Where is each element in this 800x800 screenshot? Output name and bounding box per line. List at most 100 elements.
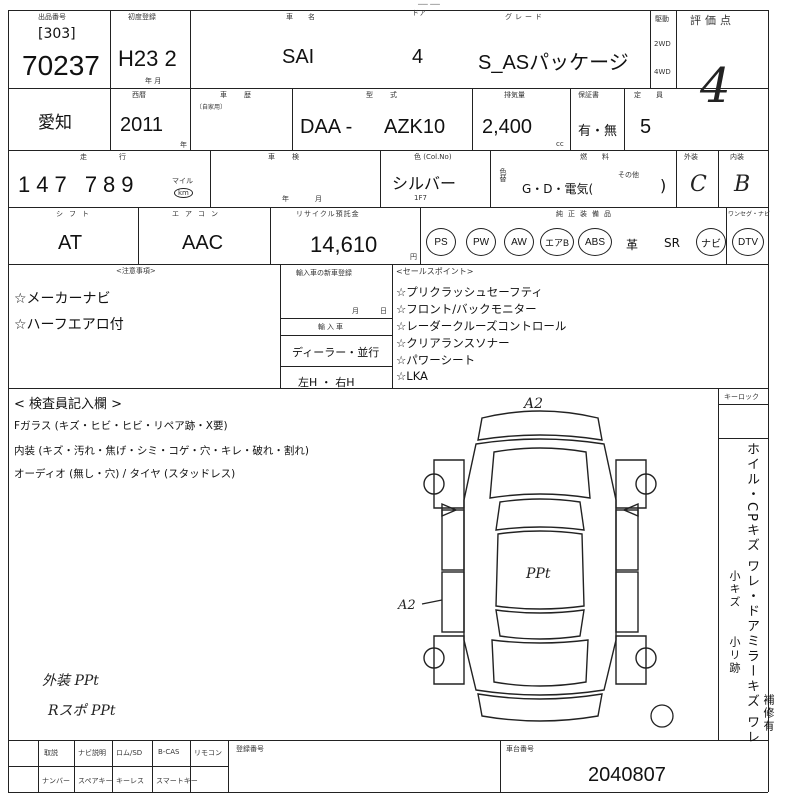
owner-pref: 愛知 bbox=[38, 113, 72, 133]
rule-row4 bbox=[8, 264, 768, 265]
hand-note1: 外装 PPt bbox=[42, 673, 99, 689]
equip-aw: AW bbox=[504, 228, 534, 256]
inspection-note: 〔自家用〕 bbox=[196, 104, 227, 111]
fuel-value: G・D・電気( bbox=[522, 182, 594, 196]
interior-label: 内装 bbox=[730, 153, 744, 161]
car-name-label: 車 名 bbox=[286, 13, 319, 21]
rule-row2 bbox=[8, 150, 768, 151]
sales-point: ☆クリアランスソナー bbox=[396, 336, 510, 350]
footer-cell: キーレス bbox=[116, 777, 144, 785]
spare-wheel-icon bbox=[650, 704, 674, 728]
capacity-label: 定 員 bbox=[634, 91, 667, 99]
lot-number: 70237 bbox=[22, 50, 100, 81]
mid-month: 月 bbox=[352, 307, 359, 315]
recycle-fee-unit: 円 bbox=[410, 253, 417, 261]
mileage-label: 走 行 bbox=[80, 153, 132, 161]
rule-row3 bbox=[8, 207, 768, 208]
drive-4wd: 4WD bbox=[654, 68, 671, 76]
footer-cell: リモコン bbox=[194, 749, 222, 757]
shaken-label: 車 検 bbox=[268, 153, 304, 161]
footer-cell: 取説 bbox=[44, 749, 58, 757]
lot-prefix: [303] bbox=[38, 26, 76, 42]
first-reg-label: 初度登録 bbox=[128, 13, 156, 21]
equip-abs: ABS bbox=[578, 228, 612, 256]
lot-label: 出品番号 bbox=[38, 13, 66, 21]
grade: S_ASパッケージ bbox=[478, 52, 629, 74]
equip-roof: 革 bbox=[626, 238, 639, 252]
footer-cell: スマートキー bbox=[156, 777, 198, 785]
grade-label: グレード bbox=[505, 13, 545, 21]
footer-cell: ナンバー bbox=[42, 777, 70, 785]
side-sub2: 小リ跡 bbox=[728, 636, 741, 675]
score: 4 bbox=[700, 58, 731, 114]
shift-label: シフト bbox=[56, 210, 95, 218]
shift: AT bbox=[58, 232, 83, 254]
fuel-close: ) bbox=[660, 176, 667, 195]
color-label: 色 (Col.No) bbox=[414, 153, 452, 161]
model-code: AZK10 bbox=[384, 116, 446, 138]
footer-cell: ロム/SD bbox=[116, 749, 143, 757]
sales-point: ☆プリクラッシュセーフティ bbox=[396, 285, 543, 299]
model-label: 型 式 bbox=[366, 91, 402, 99]
recycle-fee: 14,610 bbox=[310, 232, 378, 257]
inspector-line2: 内装 (キズ・汚れ・焦げ・シミ・コゲ・穴・キレ・破れ・割れ) bbox=[14, 445, 310, 457]
drive-2wd: 2WD bbox=[654, 40, 671, 48]
inspection-no-label: 登録番号 bbox=[236, 745, 264, 753]
recycle-label: 保証書 bbox=[578, 91, 599, 99]
doors: 4 bbox=[412, 46, 424, 68]
equip-airbag: エアB bbox=[540, 228, 574, 256]
rule-bottom bbox=[8, 792, 768, 793]
equip-navi: ナビ bbox=[696, 228, 726, 256]
mileage-unit: マイル bbox=[172, 177, 193, 185]
ac-label: エアコン bbox=[172, 210, 224, 218]
rule-left bbox=[8, 10, 9, 792]
title-partial: ── ── bbox=[418, 0, 440, 9]
fuel-label: 燃 料 bbox=[580, 153, 613, 161]
color-code: 1F7 bbox=[414, 194, 427, 202]
sales-point: ☆レーダークルーズコントロール bbox=[396, 319, 567, 333]
displacement-label: 排気量 bbox=[504, 91, 525, 99]
rule-top bbox=[8, 10, 768, 11]
exterior: C bbox=[690, 172, 707, 197]
footer-cell: ナビ説明 bbox=[78, 749, 106, 757]
year-unit: 年 bbox=[180, 141, 187, 149]
mileage: 147 789 bbox=[18, 172, 140, 197]
hand-note2: Rスポ PPt bbox=[48, 703, 116, 719]
navi-sub-label: ワンセグ・ナビ bbox=[728, 211, 771, 218]
inspector-label: < 検査員記入欄 > bbox=[14, 397, 123, 412]
footer-cell: スペアキー bbox=[78, 777, 113, 785]
sales-label: <セールスポイント> bbox=[396, 267, 474, 276]
model-prefix: DAA - bbox=[300, 116, 353, 138]
color: シルバー bbox=[392, 174, 457, 193]
ac: AAC bbox=[182, 232, 224, 254]
hand-a2-left: A2 bbox=[398, 598, 416, 613]
rule-footer bbox=[8, 740, 768, 741]
remark-line: ☆メーカーナビ bbox=[14, 291, 111, 307]
color-change-label: 色替 bbox=[499, 168, 507, 182]
equip-dtv: DTV bbox=[732, 228, 764, 256]
footer-cell: B-CAS bbox=[158, 748, 180, 756]
equip-ps: PS bbox=[426, 228, 456, 256]
chassis-no: 2040807 bbox=[588, 764, 666, 786]
inspector-line3: オーディオ (無し・穴) / タイヤ (スタッドレス) bbox=[14, 468, 236, 480]
recycle-value: 有・無 bbox=[578, 124, 618, 139]
year-label: 西暦 bbox=[132, 91, 146, 99]
displacement-unit: cc bbox=[556, 140, 564, 148]
handle-value: 左H ・ 右H bbox=[298, 376, 355, 389]
chassis-label: 車台番号 bbox=[506, 745, 534, 753]
side-sub1: 小キズ bbox=[728, 570, 741, 609]
displacement: 2,400 bbox=[482, 116, 533, 138]
side-notes: ホイル・CPキズ ワレ・ドアミラーキズ ワレ bbox=[744, 442, 759, 746]
sales-point: ☆パワーシート bbox=[396, 353, 476, 367]
score-label: 評価点 bbox=[690, 14, 735, 27]
remark-line: ☆ハーフエアロ付 bbox=[14, 317, 124, 333]
car-diagram bbox=[423, 410, 657, 722]
hand-a2-top: A2 bbox=[524, 396, 544, 412]
mid-day: 日 bbox=[380, 307, 387, 315]
import-label: 輸入車 bbox=[318, 323, 345, 331]
car-name: SAI bbox=[282, 46, 315, 68]
first-reg-value: H23 2 bbox=[118, 46, 177, 71]
year-month-unit: 年 月 bbox=[145, 77, 162, 85]
equip-sr: SR bbox=[664, 236, 680, 250]
